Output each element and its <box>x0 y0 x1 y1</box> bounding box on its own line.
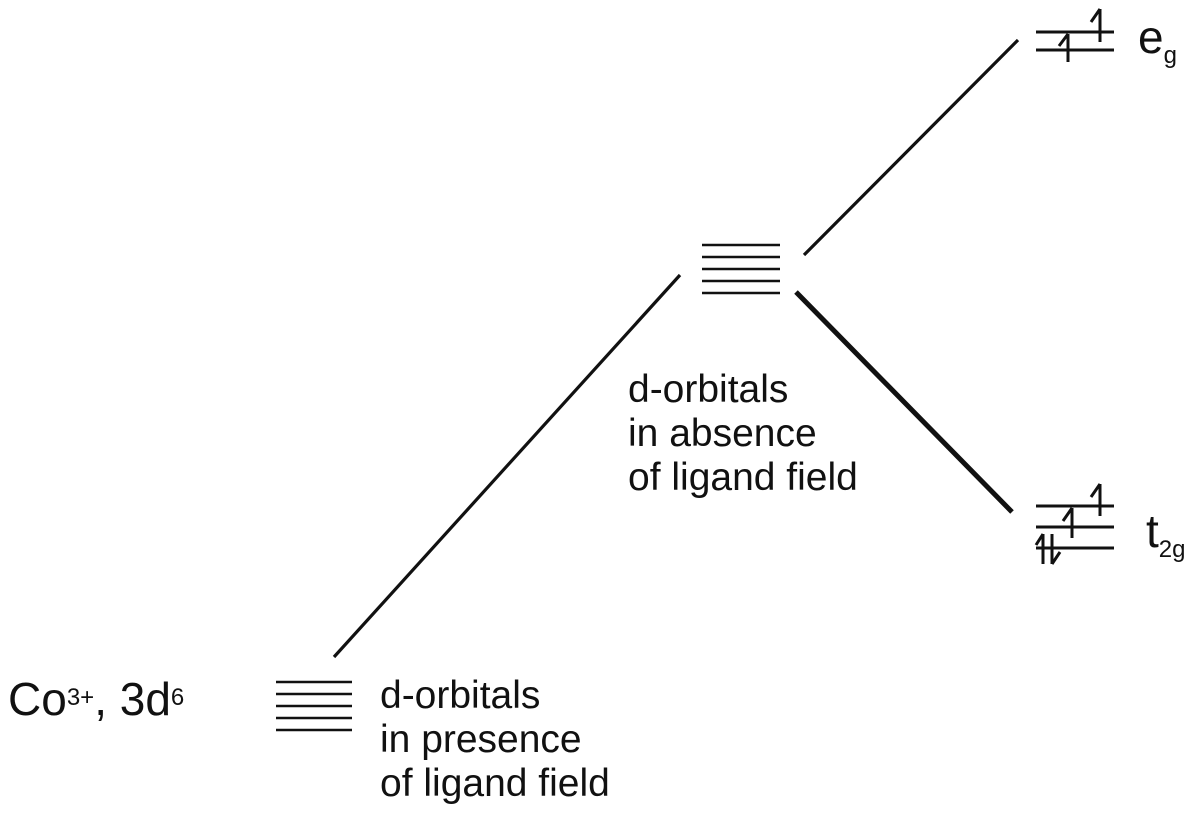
connector-presence-to-absence <box>332 273 682 659</box>
presence-orbital-stack <box>276 680 352 732</box>
spin-up-arrow-icon <box>1089 483 1102 516</box>
spin-up-arrow-icon <box>1061 507 1074 538</box>
absence-caption-line: d-orbitals <box>628 368 789 411</box>
spin-up-arrow-icon <box>1057 33 1070 62</box>
eg-orbital-levels <box>1036 30 1114 52</box>
presence-caption: d-orbitals in presence of ligand field <box>380 674 610 806</box>
t2g-label: t2g <box>1146 505 1186 563</box>
presence-caption-line: in presence <box>380 718 582 762</box>
presence-caption-line: of ligand field <box>380 762 610 806</box>
absence-caption-line: of ligand field <box>628 456 858 500</box>
spin-down-arrow-icon <box>1050 534 1062 565</box>
ion-label: Co3+, 3d6 <box>8 673 185 725</box>
absence-caption-line: in absence <box>628 412 817 456</box>
spin-up-arrow-icon <box>1089 8 1102 42</box>
connector-absence-to-eg <box>802 38 1020 257</box>
t2g-orbital-levels <box>1036 504 1114 550</box>
eg-label: eg <box>1138 11 1177 69</box>
absence-caption: d-orbitals in absence of ligand field <box>628 368 858 500</box>
absence-orbital-stack <box>702 243 780 295</box>
connector-absence-to-t2g <box>794 290 1014 514</box>
presence-caption-line: d-orbitals <box>380 674 541 717</box>
spin-up-arrow-icon <box>1034 533 1045 564</box>
